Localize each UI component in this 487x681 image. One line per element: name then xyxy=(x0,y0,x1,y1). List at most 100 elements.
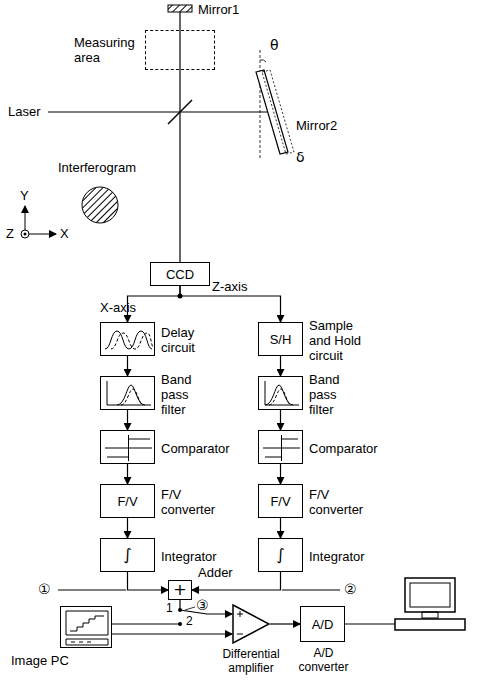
bpf-curve xyxy=(107,381,151,405)
process-box: A/DA/D converter xyxy=(300,606,345,642)
box-caption: Comparator xyxy=(309,441,378,456)
process-box: F/VF/V converter xyxy=(100,484,155,518)
bpf2-curve xyxy=(265,385,293,405)
computer-monitor xyxy=(405,578,455,612)
delay-curve xyxy=(105,331,152,349)
symbol-label: X xyxy=(60,226,69,241)
box-caption: Delay circuit xyxy=(161,325,213,355)
mirror1-symbol xyxy=(168,5,192,12)
signal-connector xyxy=(112,633,232,634)
process-box: Image PC xyxy=(60,606,112,648)
process-box: Band pass filter xyxy=(258,376,303,410)
box-caption: Image PC xyxy=(11,653,69,668)
process-box: Delay circuit xyxy=(100,322,155,356)
signal-connector xyxy=(127,518,128,538)
box-caption: Integrator xyxy=(161,549,217,564)
box-icon xyxy=(101,431,156,465)
box-label: S/H xyxy=(270,332,292,347)
reference-line xyxy=(260,50,261,160)
process-box: Band pass filter xyxy=(100,376,155,410)
process-box: ∫Integrator xyxy=(258,538,303,572)
switch-contact xyxy=(178,622,182,626)
box-caption: Band pass filter xyxy=(161,372,206,417)
box-caption: A/D converter xyxy=(289,646,359,674)
triangle-outline xyxy=(232,604,270,644)
z-axis-dot xyxy=(24,233,27,236)
symbol-label: 1 xyxy=(166,601,173,616)
box-caption: Sample and Hold circuit xyxy=(309,318,373,363)
box-icon xyxy=(61,607,113,649)
box-label: F/V xyxy=(270,494,290,509)
box-icon xyxy=(101,323,156,357)
interferogram-symbol xyxy=(82,187,118,223)
pc-curve xyxy=(71,642,91,643)
symbol-label: δ xyxy=(296,150,305,165)
process-box: CCD xyxy=(150,262,210,286)
process-box: ∫Integrator xyxy=(100,538,155,572)
leader-line xyxy=(185,607,195,610)
signal-connector xyxy=(127,356,128,376)
callout-number: ① xyxy=(38,582,51,597)
beam-line xyxy=(179,12,180,262)
computer-wire xyxy=(345,624,395,625)
process-box: Comparator xyxy=(100,430,155,464)
callout-number: ③ xyxy=(196,598,209,613)
input-1-line xyxy=(58,590,126,591)
computer-screen xyxy=(410,583,450,607)
symbol-label: 2 xyxy=(186,614,193,629)
box-caption: F/V converter xyxy=(309,487,371,517)
computer-keyboard xyxy=(395,619,465,630)
pc-curve xyxy=(66,611,108,635)
part-label: Z-axis xyxy=(212,279,247,294)
box-caption: Comparator xyxy=(161,441,230,456)
part-label: Interferogram xyxy=(58,160,136,175)
triangle-shape xyxy=(233,605,269,643)
box-label: ∫ xyxy=(123,546,131,564)
polarity-marks xyxy=(237,611,243,634)
signal-connector xyxy=(270,623,300,624)
beam-splitter xyxy=(168,100,192,124)
comp-curve xyxy=(263,435,300,461)
part-label: Laser xyxy=(8,104,41,119)
signal-connector xyxy=(280,410,281,430)
input-2-line xyxy=(282,590,340,591)
bpf2-curve xyxy=(265,381,299,405)
signal-connector xyxy=(280,518,281,538)
box-icon xyxy=(101,377,156,411)
z-axis-symbol xyxy=(21,230,29,238)
x-axis-arrow xyxy=(25,234,56,235)
comp-curve xyxy=(107,439,150,457)
box-caption: Adder xyxy=(198,565,233,580)
mirror2-symbol xyxy=(256,70,288,154)
process-box: +Adder xyxy=(168,580,192,600)
bpf-curve xyxy=(117,385,145,405)
symbol-label: Z xyxy=(6,226,14,241)
part-label: Mirror2 xyxy=(296,118,337,133)
signal-connector xyxy=(128,572,169,590)
symbol-label: Y xyxy=(20,188,29,203)
bpf-curve xyxy=(121,389,143,405)
callout-number: ② xyxy=(344,582,357,597)
amplifier-triangle: Differential amplifier xyxy=(232,604,270,644)
comp-curve xyxy=(105,435,152,461)
process-box: F/VF/V converter xyxy=(258,484,303,518)
symbol-label: θ xyxy=(270,38,279,53)
process-box: S/HSample and Hold circuit xyxy=(258,322,303,356)
box-label: + xyxy=(173,581,186,599)
box-caption: Differential amplifier xyxy=(209,647,293,675)
box-label: CCD xyxy=(166,267,194,282)
delay-curve xyxy=(111,333,153,349)
laser-beam xyxy=(48,111,268,112)
box-caption: Integrator xyxy=(309,549,365,564)
pc-curve xyxy=(70,616,104,631)
angle-arc xyxy=(260,60,266,62)
box-icon xyxy=(259,431,304,465)
signal-connector xyxy=(127,410,128,430)
pc-curve xyxy=(66,639,108,645)
computer-stand xyxy=(422,612,438,618)
box-icon xyxy=(259,377,304,411)
signal-connector xyxy=(280,464,281,484)
